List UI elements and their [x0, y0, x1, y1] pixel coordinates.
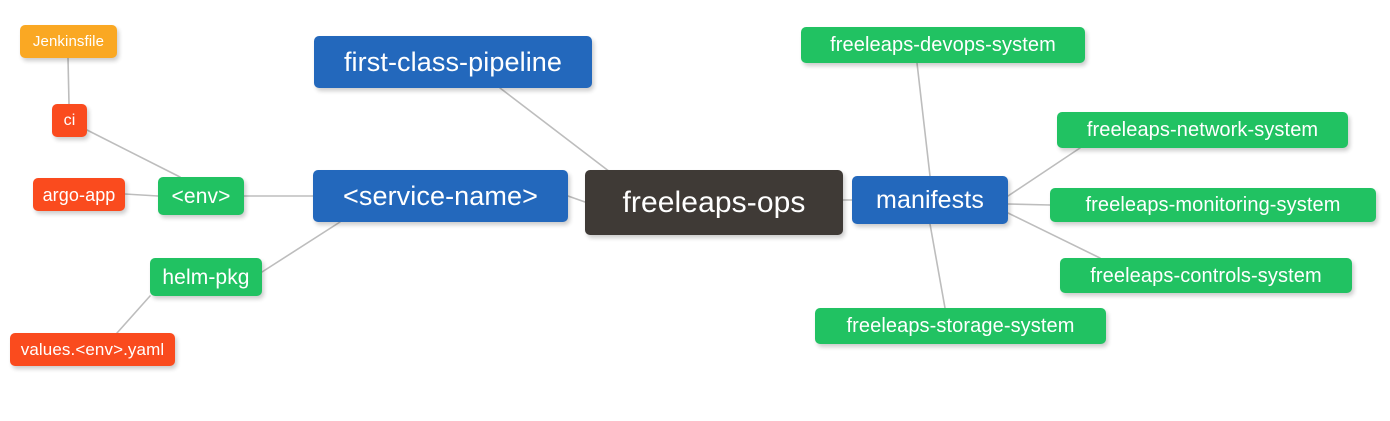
edge-service-to-helmpkg: [261, 221, 341, 273]
edge-manifests-to-monitoring: [1007, 203, 1051, 206]
edge-root-to-pipeline: [499, 87, 611, 173]
edge-helmpkg-to-values: [116, 295, 151, 334]
node-values[interactable]: values.<env>.yaml: [10, 333, 175, 366]
edge-manifests-to-controls: [1007, 212, 1101, 259]
node-network[interactable]: freeleaps-network-system: [1057, 112, 1348, 148]
node-argoapp[interactable]: argo-app: [33, 178, 125, 211]
node-controls[interactable]: freeleaps-controls-system: [1060, 258, 1352, 293]
edge-ci-to-jenkinsfile: [67, 57, 70, 105]
edge-env-to-ci: [86, 129, 181, 178]
node-env[interactable]: <env>: [158, 177, 244, 215]
node-root[interactable]: freeleaps-ops: [585, 170, 843, 235]
node-service[interactable]: <service-name>: [313, 170, 568, 222]
edge-env-to-argoapp: [124, 193, 159, 197]
node-monitoring[interactable]: freeleaps-monitoring-system: [1050, 188, 1376, 222]
node-ci[interactable]: ci: [52, 104, 87, 137]
node-devops[interactable]: freeleaps-devops-system: [801, 27, 1085, 63]
node-manifests[interactable]: manifests: [852, 176, 1008, 224]
node-jenkinsfile[interactable]: Jenkinsfile: [20, 25, 117, 58]
edge-manifests-to-devops: [916, 62, 931, 177]
edge-manifests-to-network: [1007, 147, 1081, 197]
node-storage[interactable]: freeleaps-storage-system: [815, 308, 1106, 344]
edge-root-to-service: [567, 195, 586, 203]
edge-manifests-to-storage: [929, 223, 946, 309]
node-helmpkg[interactable]: helm-pkg: [150, 258, 262, 296]
node-pipeline[interactable]: first-class-pipeline: [314, 36, 592, 88]
